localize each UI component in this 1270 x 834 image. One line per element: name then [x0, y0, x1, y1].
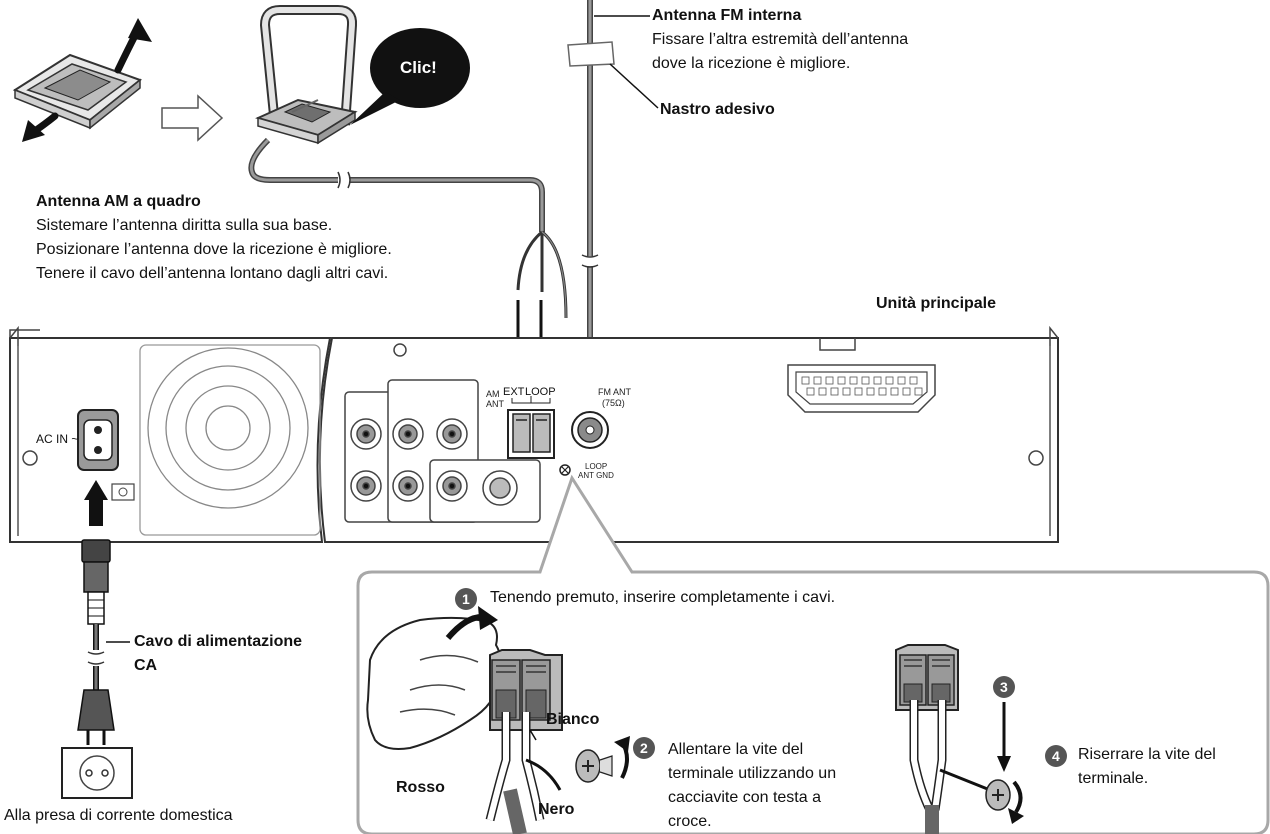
ac-in-socket	[77, 409, 135, 501]
am-antenna-terminal	[507, 396, 555, 459]
scart-connector	[787, 364, 936, 413]
scart-pin	[830, 387, 839, 396]
step-4-line1: Riserrare la vite del	[1078, 746, 1216, 763]
step-2-line3: cacciavite con testa a	[668, 789, 821, 806]
step-3-number: 3	[1000, 679, 1008, 695]
press-down-arrow-icon	[997, 702, 1011, 772]
loosen-arrow-icon	[614, 736, 630, 779]
step-1-number: 1	[462, 591, 470, 607]
scart-pin	[854, 387, 863, 396]
wire-black-label: Nero	[538, 801, 575, 818]
power-cord	[77, 539, 115, 745]
scart-pin	[897, 376, 906, 385]
wire-leader-lines	[529, 729, 537, 741]
scart-pin	[914, 387, 923, 396]
screw-icon	[575, 749, 613, 783]
adhesive-tape-icon	[567, 41, 615, 67]
power-cable-label-1: Cavo di alimentazione	[134, 633, 303, 650]
fan-grill	[139, 344, 321, 536]
scart-pin	[806, 387, 815, 396]
loop-label: LOOP	[525, 386, 556, 398]
scart-pin	[909, 376, 918, 385]
scart-pin	[818, 387, 827, 396]
scart-pin	[849, 376, 858, 385]
wall-outlet-icon	[61, 747, 133, 799]
loop-antenna-assembly-icon	[12, 53, 143, 130]
av-connectors	[344, 379, 541, 523]
rotate-arrow-down-icon	[22, 112, 59, 142]
step-1-text: Tenendo premuto, inserire completamente …	[490, 589, 836, 606]
scart-pin	[866, 387, 875, 396]
main-unit-title: Unità principale	[876, 295, 997, 312]
am-terminal-enlarged-left	[489, 649, 563, 731]
scart-pin	[878, 387, 887, 396]
fm-antenna-line1: Fissare l’altra estremità dell’antenna	[652, 31, 909, 48]
next-step-arrow-icon	[161, 94, 224, 142]
loop-gnd-label: LOOP	[585, 462, 608, 471]
scart-pin	[837, 376, 846, 385]
step-2-line4: croce.	[668, 813, 712, 830]
scart-pin	[890, 387, 899, 396]
adhesive-tape-label: Nastro adesivo	[660, 101, 775, 118]
am-antenna-cable	[248, 137, 568, 319]
leader-lines	[106, 15, 659, 643]
outlet-label: Alla presa di corrente domestica	[4, 807, 233, 824]
am-antenna-line3: Tenere il cavo dell’antenna lontano dagl…	[36, 265, 389, 282]
step-2-line1: Allentare la vite del	[668, 741, 804, 758]
scart-pin	[902, 387, 911, 396]
fm-antenna-socket	[559, 411, 609, 476]
rotate-arrow-up-icon	[114, 18, 152, 74]
ant-gnd-label: ANT GND	[578, 471, 614, 480]
am-antenna-line2: Posizionare l’antenna dove la ricezione …	[36, 241, 392, 258]
scart-pin	[861, 376, 870, 385]
am-ant-label-2: ANT	[486, 399, 504, 409]
detail-callout-panel	[356, 474, 1270, 834]
wire-white-label: Bianco	[546, 711, 600, 728]
step-number-circles	[455, 588, 1067, 767]
scart-pin	[825, 376, 834, 385]
ac-in-label: AC IN ~	[36, 432, 79, 446]
power-cable-label-2: CA	[134, 657, 158, 674]
wire-red-label: Rosso	[396, 779, 445, 796]
step-2-number: 2	[640, 740, 648, 756]
am-wires-left	[485, 712, 562, 834]
click-speech-bubble	[350, 28, 470, 125]
ext-label: EXT	[503, 386, 525, 398]
scart-pin	[885, 376, 894, 385]
fm-antenna-line2: dove la ricezione è migliore.	[652, 55, 851, 72]
tighten-arrow-icon	[1008, 780, 1024, 824]
power-plug-arrow-icon	[84, 480, 108, 526]
hand-pressing-icon	[366, 606, 502, 750]
fm-ohm-label: (75Ω)	[602, 398, 625, 408]
screw-tightened-icon	[985, 779, 1011, 811]
fm-antenna-title: Antenna FM interna	[652, 7, 802, 24]
am-ant-label: AM	[486, 389, 500, 399]
step-4-number: 4	[1052, 748, 1060, 764]
step-4-line2: terminale.	[1078, 770, 1149, 787]
am-antenna-line1: Sistemare l’antenna diritta sulla sua ba…	[36, 217, 333, 234]
step-2-line2: terminale utilizzando un	[668, 765, 837, 782]
am-antenna-title: Antenna AM a quadro	[36, 193, 201, 210]
fm-ant-label: FM ANT	[598, 387, 631, 397]
scart-pin	[842, 387, 851, 396]
scart-pin	[813, 376, 822, 385]
click-bubble-text: Clic!	[400, 58, 437, 77]
scart-pin	[873, 376, 882, 385]
scart-pin	[801, 376, 810, 385]
am-terminal-enlarged-right	[895, 644, 959, 711]
loop-antenna-icon	[255, 5, 358, 145]
